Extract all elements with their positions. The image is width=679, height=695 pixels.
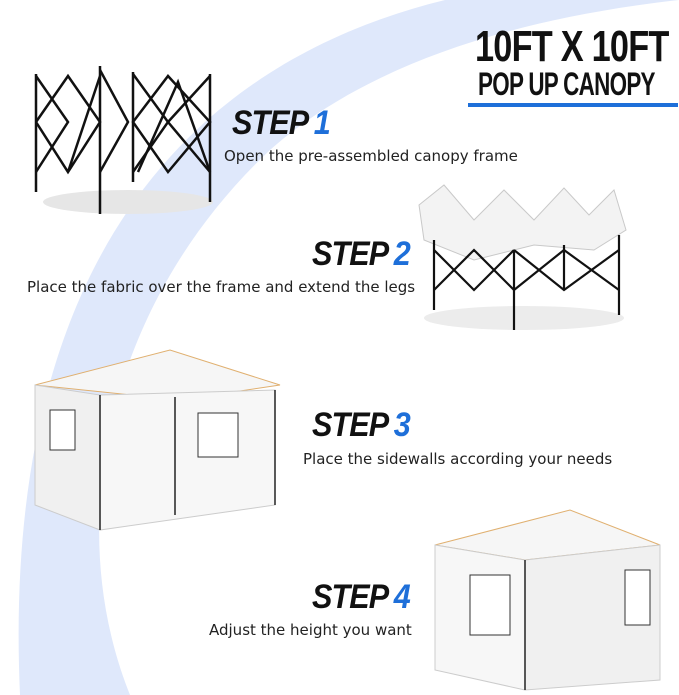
step-number: 4 [393, 578, 411, 616]
frame-with-fabric-image [418, 184, 627, 330]
step-label: STEP [232, 104, 309, 142]
canopy-sidewalls-image [34, 349, 281, 531]
step-number: 3 [393, 406, 411, 444]
step-number: 2 [393, 235, 411, 273]
step-2-text: Place the fabric over the frame and exte… [27, 278, 416, 296]
canopy-full-image [434, 509, 661, 691]
title-underline [468, 103, 678, 107]
step-label: STEP [312, 406, 389, 444]
step-3-text: Place the sidewalls according your needs [303, 450, 613, 468]
title-product: POP UP CANOPY [478, 66, 655, 102]
frame-image [34, 66, 213, 214]
step-1-text: Open the pre-assembled canopy frame [224, 147, 518, 165]
step-label: STEP [312, 578, 389, 616]
title-size: 10FT X 10FT [475, 22, 669, 71]
step-4-text: Adjust the height you want [209, 621, 412, 639]
step-label: STEP [312, 235, 389, 273]
step-number: 1 [313, 104, 331, 142]
